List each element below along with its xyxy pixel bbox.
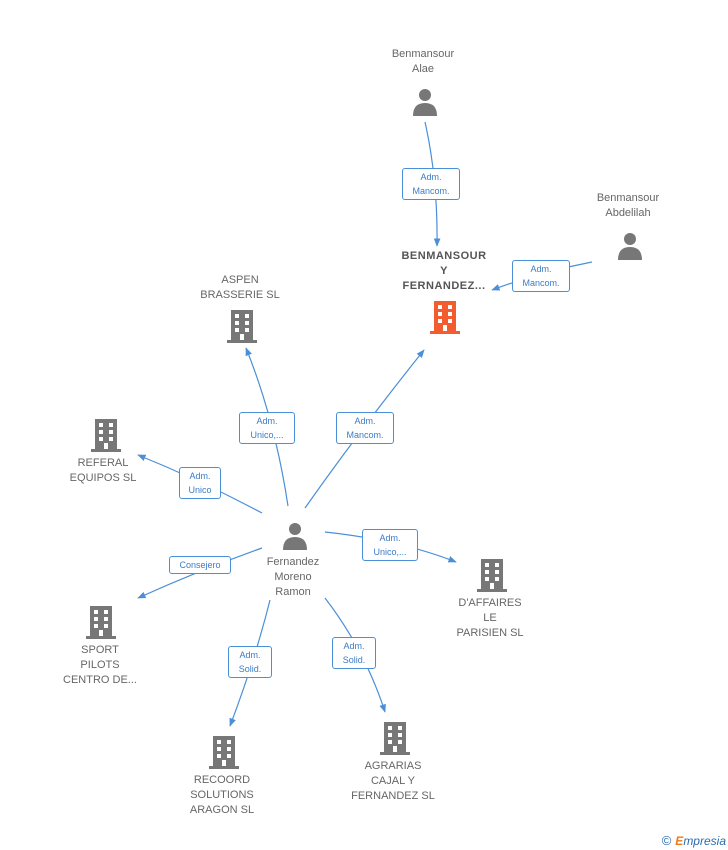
node-label-line: BRASSERIE SL — [200, 289, 280, 301]
relation-label-line: Adm. — [189, 471, 211, 481]
node-label-sport[interactable]: SPORT PILOTS CENTRO DE... — [63, 643, 137, 688]
building-icon — [86, 606, 116, 639]
brand-logo-initial: E — [675, 834, 684, 848]
relation-label-line: Solid. — [238, 664, 262, 674]
building-icon-main — [430, 301, 460, 334]
copyright-symbol: © — [661, 833, 672, 848]
node-label-line: CENTRO DE... — [63, 674, 137, 686]
node-label-line: ARAGON SL — [189, 804, 255, 816]
node-label-recoord[interactable]: RECOORD SOLUTIONS ARAGON SL — [190, 773, 254, 818]
building-icon — [227, 310, 257, 343]
node-label-referal[interactable]: REFERAL EQUIPOS SL — [70, 456, 137, 486]
node-label-line: Benmansour — [596, 192, 660, 204]
node-label-line: Moreno — [274, 571, 312, 583]
relation-label-fernandez-sport[interactable]: Consejero — [169, 556, 231, 574]
relation-label-abdelilah-main[interactable]: Adm. Mancom. — [512, 260, 570, 292]
relation-label-line: Adm. — [343, 641, 365, 651]
building-icon — [209, 736, 239, 769]
node-label-line: Alae — [411, 63, 435, 75]
node-label-line: FERNANDEZ... — [402, 280, 486, 292]
relation-label-line: Unico,... — [250, 430, 284, 440]
relation-label-fernandez-referal[interactable]: Adm. Unico — [179, 467, 221, 499]
node-label-line: Abdelilah — [605, 207, 651, 219]
brand-footer[interactable]: ©Empresia — [662, 833, 726, 848]
node-label-line: EQUIPOS SL — [69, 472, 137, 484]
relation-label-fernandez-recoord[interactable]: Adm. Solid. — [228, 646, 272, 678]
node-label-aspen[interactable]: ASPEN BRASSERIE SL — [200, 273, 279, 303]
relation-label-line: Adm. — [530, 264, 552, 274]
relation-label-line: Adm. — [239, 650, 261, 660]
node-label-line: Benmansour — [391, 48, 455, 60]
node-label-fernandez[interactable]: Fernandez Moreno Ramon — [267, 555, 320, 600]
relation-label-fernandez-main[interactable]: Adm. Mancom. — [336, 412, 394, 444]
node-label-daffaires[interactable]: D'AFFAIRES LE PARISIEN SL — [456, 596, 523, 641]
person-icon — [618, 233, 642, 260]
node-label-line: RECOORD — [193, 774, 251, 786]
node-label-line: Y — [440, 265, 448, 277]
node-label-line: PARISIEN SL — [456, 627, 524, 639]
relation-label-line: Consejero — [179, 560, 221, 570]
relation-label-line: Adm. — [354, 416, 376, 426]
relation-label-line: Mancom. — [412, 186, 450, 196]
node-label-line: SOLUTIONS — [190, 789, 254, 801]
relation-label-fernandez-agrarias[interactable]: Adm. Solid. — [332, 637, 376, 669]
node-label-line: D'AFFAIRES — [458, 597, 522, 609]
relation-label-line: Mancom. — [346, 430, 384, 440]
relation-label-line: Unico,... — [373, 547, 407, 557]
node-label-line: Ramon — [275, 586, 311, 598]
relation-label-line: Unico — [188, 485, 212, 495]
node-label-benmansour-alae[interactable]: Benmansour Alae — [392, 47, 454, 77]
node-label-line: LE — [483, 612, 497, 624]
node-label-line: AGRARIAS — [364, 760, 422, 772]
relation-label-line: Solid. — [342, 655, 366, 665]
building-icon — [380, 722, 410, 755]
node-label-line: CAJAL Y — [370, 775, 416, 787]
relation-label-alae-main[interactable]: Adm. Mancom. — [402, 168, 460, 200]
relation-label-line: Mancom. — [522, 278, 560, 288]
relation-label-fernandez-aspen[interactable]: Adm. Unico,... — [239, 412, 295, 444]
building-icon — [477, 559, 507, 592]
node-label-agrarias[interactable]: AGRARIAS CAJAL Y FERNANDEZ SL — [351, 759, 435, 804]
node-label-line: BENMANSOUR — [401, 250, 487, 262]
person-icon — [283, 523, 307, 550]
relation-label-line: Adm. — [420, 172, 442, 182]
brand-logo-text: mpresia — [683, 834, 726, 848]
node-label-line: ASPEN — [221, 274, 259, 286]
node-label-line: PILOTS — [80, 659, 120, 671]
node-label-line: SPORT — [81, 644, 119, 656]
node-label-line: REFERAL — [77, 457, 129, 469]
building-icon — [91, 419, 121, 452]
node-label-line: Fernandez — [266, 556, 320, 568]
relation-label-fernandez-daffaires[interactable]: Adm. Unico,... — [362, 529, 418, 561]
node-label-benmansour-fernandez[interactable]: BENMANSOUR Y FERNANDEZ... — [401, 249, 486, 294]
node-label-line: FERNANDEZ SL — [351, 790, 435, 802]
relation-label-line: Adm. — [256, 416, 278, 426]
person-icon — [413, 89, 437, 116]
relation-label-line: Adm. — [379, 533, 401, 543]
node-label-benmansour-abdelilah[interactable]: Benmansour Abdelilah — [597, 191, 659, 221]
